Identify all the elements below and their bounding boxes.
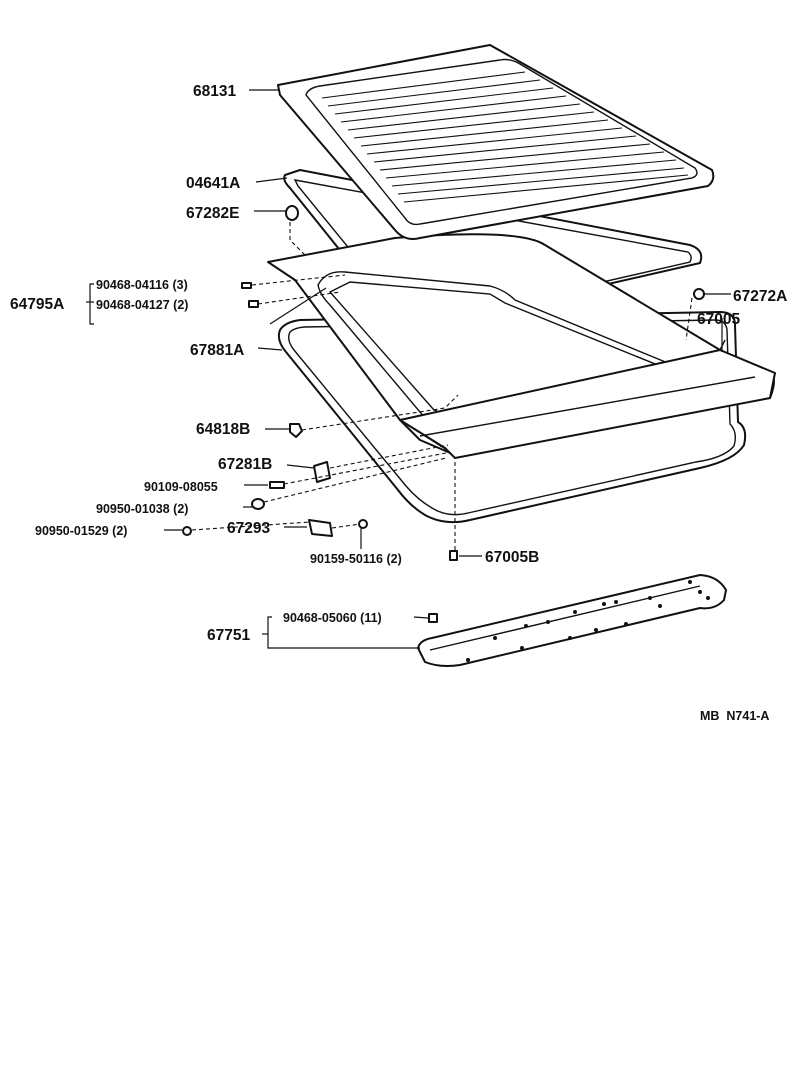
- label-68131: 68131: [193, 83, 236, 100]
- guide-lines: [191, 222, 693, 550]
- label-90468-04116: 90468-04116 (3): [96, 278, 188, 292]
- leader-lines: [86, 89, 731, 649]
- label-67272a: 67272A: [733, 288, 787, 305]
- label-67751: 67751: [207, 627, 250, 644]
- label-64818b: 64818B: [196, 421, 250, 438]
- label-90468-05060: 90468-05060 (11): [283, 611, 382, 625]
- label-67005: 67005: [697, 311, 740, 328]
- glass-slats: [321, 71, 689, 203]
- label-67005b: 67005B: [485, 549, 539, 566]
- label-90159-50116: 90159-50116 (2): [310, 552, 402, 566]
- label-90950-01038: 90950-01038 (2): [96, 502, 188, 516]
- trim-strip-part: [417, 574, 727, 667]
- label-90950-01529: 90950-01529 (2): [35, 524, 127, 538]
- label-90468-04127: 90468-04127 (2): [96, 298, 188, 312]
- label-67293: 67293: [227, 520, 270, 537]
- label-04641a: 04641A: [186, 175, 240, 192]
- label-67881a: 67881A: [190, 342, 244, 359]
- diagram-code: MB N741-A: [700, 709, 769, 723]
- label-64795a: 64795A: [10, 296, 64, 313]
- glass-panel-part: [277, 44, 715, 240]
- label-90109-08055: 90109-08055: [144, 480, 218, 494]
- label-67281b: 67281B: [218, 456, 272, 473]
- deflector-part: [399, 349, 776, 459]
- label-67282e: 67282E: [186, 205, 239, 222]
